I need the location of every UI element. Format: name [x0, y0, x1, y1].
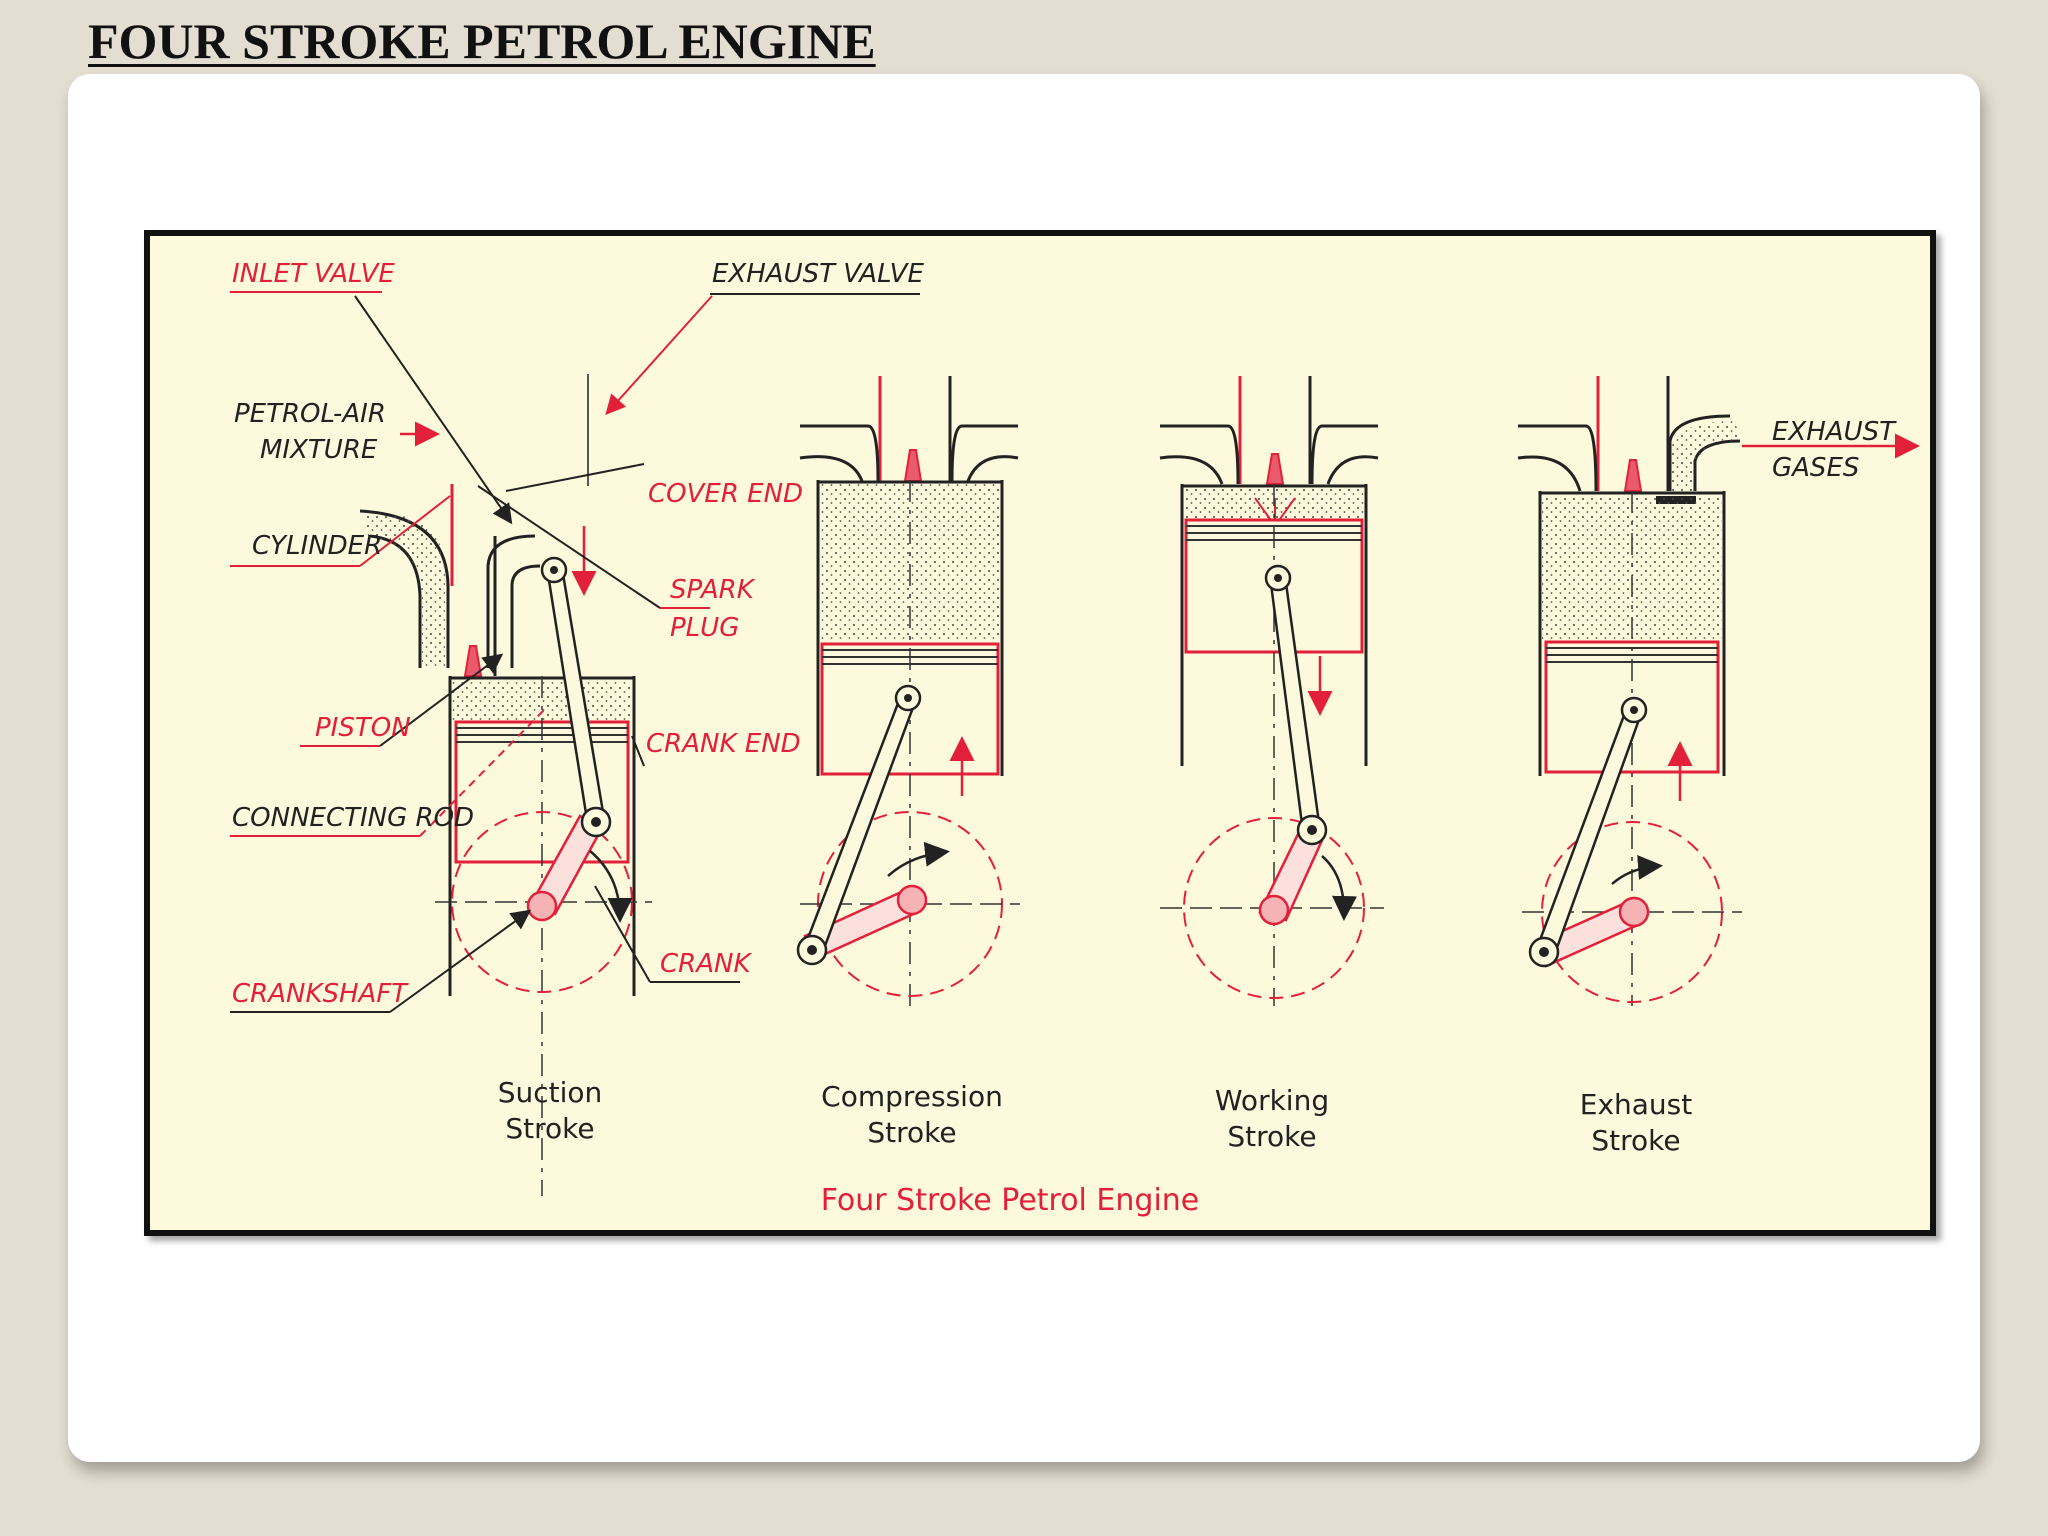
- label-crankshaft: CRANKSHAFT: [232, 979, 409, 1009]
- label-mixture: MIXTURE: [260, 435, 378, 465]
- engine-compression: [796, 376, 1020, 1006]
- engine-working: [1159, 376, 1384, 1006]
- label-exhaust-gases-2: GASES: [1772, 453, 1859, 483]
- label-crank: CRANK: [660, 949, 752, 979]
- stroke-working-line1: Working: [1215, 1084, 1329, 1117]
- stroke-compression-line1: Compression: [821, 1080, 1003, 1113]
- stroke-exhaust-line2: Stroke: [1591, 1124, 1680, 1157]
- stroke-suction-line1: Suction: [498, 1076, 603, 1109]
- label-petrol-air: PETROL-AIR: [234, 399, 386, 429]
- label-plug: PLUG: [670, 613, 739, 643]
- engine-suction: [359, 374, 652, 1196]
- label-connecting-rod: CONNECTING ROD: [232, 803, 474, 833]
- engine-diagram: INLET VALVE EXHAUST VALVE PETROL-AIR MIX…: [144, 230, 1936, 1236]
- engine-diagram-svg: INLET VALVE EXHAUST VALVE PETROL-AIR MIX…: [230, 259, 1920, 1218]
- leader-lines: [230, 291, 1920, 1013]
- stroke-working-line2: Stroke: [1227, 1120, 1316, 1153]
- engine-exhaust: [1517, 376, 1742, 1006]
- stroke-suction-line2: Stroke: [505, 1112, 594, 1145]
- label-cover-end: COVER END: [648, 479, 803, 509]
- stroke-exhaust-line1: Exhaust: [1580, 1088, 1693, 1121]
- label-piston: PISTON: [315, 713, 411, 743]
- stroke-compression-line2: Stroke: [867, 1116, 956, 1149]
- label-inlet-valve: INLET VALVE: [232, 259, 395, 289]
- figure-caption: Four Stroke Petrol Engine: [821, 1183, 1200, 1218]
- label-spark: SPARK: [670, 575, 756, 605]
- label-cylinder: CYLINDER: [252, 531, 382, 561]
- label-exhaust-gases-1: EXHAUST: [1772, 417, 1897, 447]
- slide-title: FOUR STROKE PETROL ENGINE: [88, 13, 876, 69]
- label-exhaust-valve: EXHAUST VALVE: [712, 259, 924, 289]
- label-crank-end: CRANK END: [646, 729, 801, 759]
